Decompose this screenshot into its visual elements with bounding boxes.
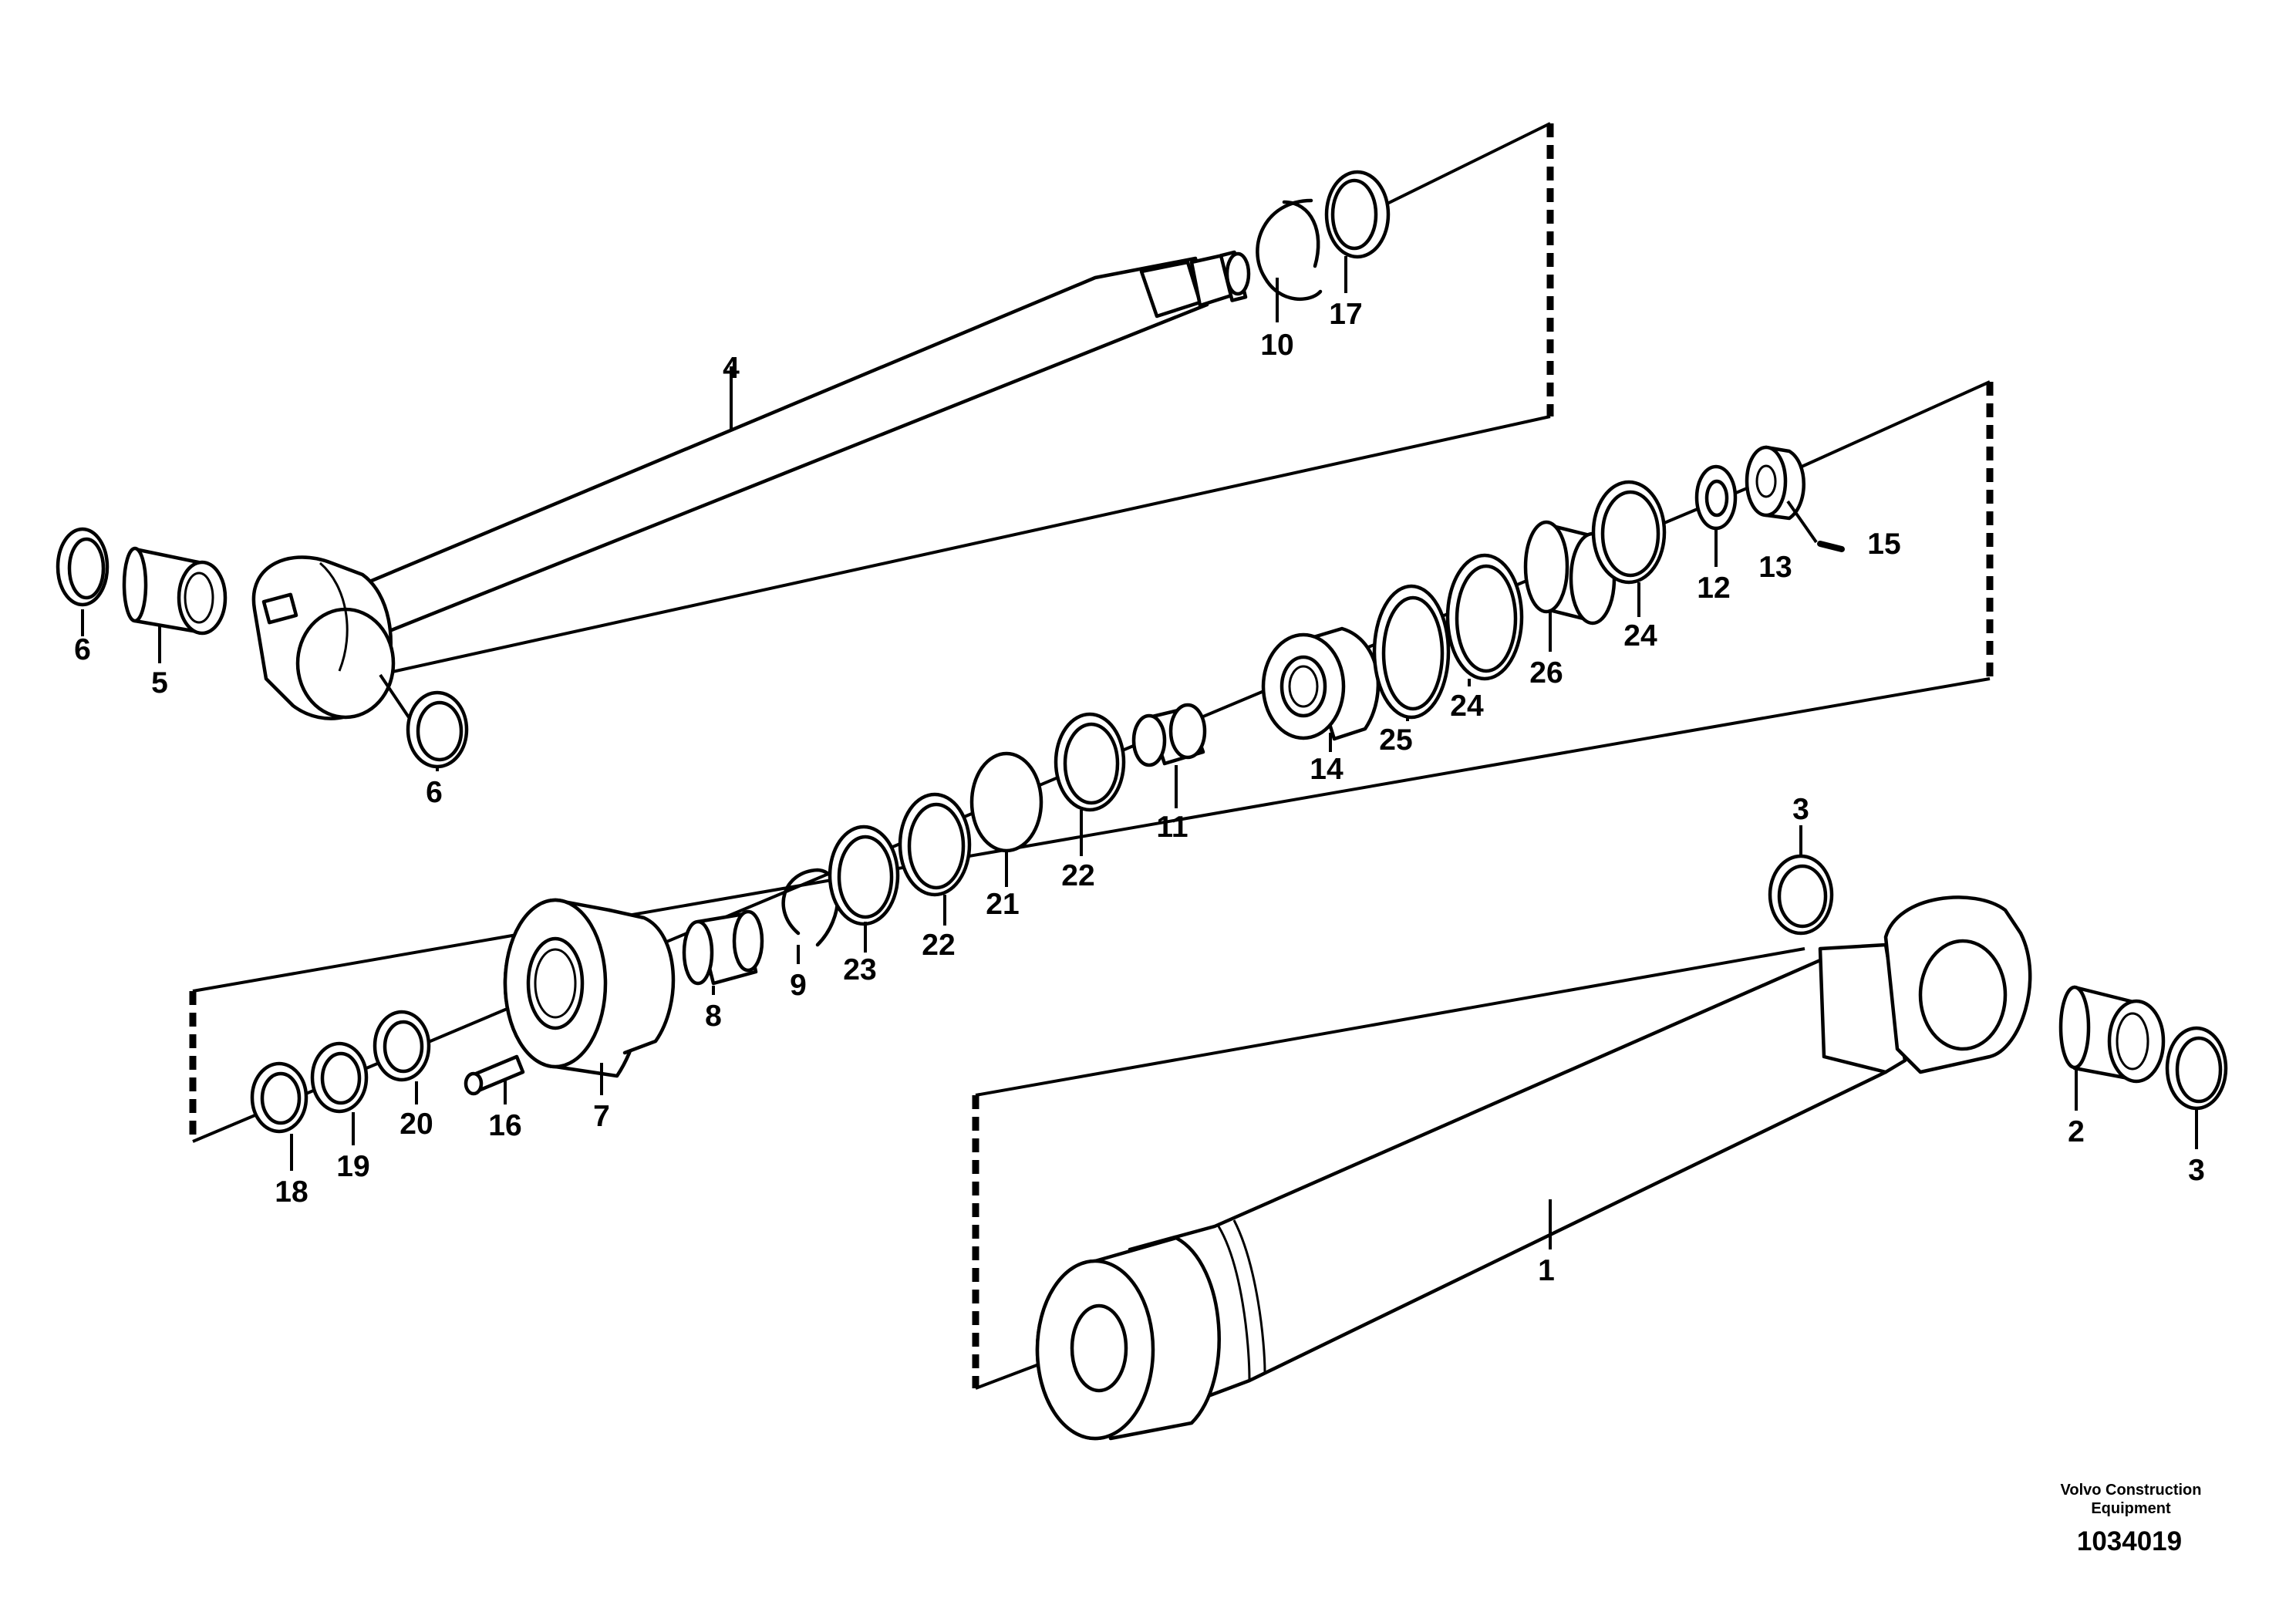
- callout-3-upper: 3: [1792, 793, 1809, 826]
- seal-20[interactable]: [373, 1010, 431, 1082]
- seal-24-left[interactable]: [1445, 553, 1524, 681]
- seal-23[interactable]: [828, 824, 900, 926]
- callout-4: 4: [723, 352, 740, 385]
- callout-8: 8: [705, 1000, 722, 1033]
- callout-1: 1: [1538, 1254, 1555, 1287]
- seal-19[interactable]: [310, 1041, 369, 1114]
- callout-9: 9: [790, 969, 807, 1002]
- callout-21: 21: [986, 888, 1019, 921]
- set-screw[interactable]: [1817, 541, 1845, 552]
- callout-14: 14: [1310, 753, 1344, 786]
- dust-seal-left[interactable]: [56, 527, 110, 607]
- cylinder-tube-assembly: [972, 825, 2228, 1441]
- callout-19: 19: [336, 1150, 369, 1183]
- callout-13: 13: [1758, 551, 1792, 584]
- callout-7: 7: [593, 1100, 610, 1133]
- brand-line-2: Equipment: [2091, 1500, 2171, 1517]
- callout-18: 18: [275, 1175, 308, 1209]
- seal-kit-assembly: [189, 380, 1994, 1171]
- cylinder-head[interactable]: [503, 898, 676, 1078]
- lock-nut[interactable]: [1745, 445, 1805, 521]
- callout-17: 17: [1329, 298, 1362, 331]
- rod-assembly: [56, 122, 1554, 771]
- callout-22-right: 22: [1061, 859, 1094, 892]
- dust-seal-upper[interactable]: [1768, 854, 1834, 936]
- footer: Volvo Construction Equipment 1034019: [2061, 1482, 2202, 1556]
- callout-10: 10: [1260, 329, 1293, 362]
- cylinder-eye-bushing[interactable]: [2058, 985, 2166, 1084]
- washer[interactable]: [1694, 464, 1738, 531]
- cylinder-tube[interactable]: [1035, 895, 2032, 1441]
- rod-eye-bushing[interactable]: [122, 546, 228, 636]
- callout-24-right: 24: [1623, 619, 1657, 653]
- brand-line-1: Volvo Construction: [2061, 1482, 2202, 1499]
- callout-12: 12: [1697, 572, 1730, 605]
- callout-11: 11: [1156, 811, 1188, 844]
- callout-5: 5: [151, 666, 168, 700]
- backup-ring-21[interactable]: [969, 751, 1043, 853]
- wear-ring-26[interactable]: [1523, 520, 1617, 626]
- cushion-ring[interactable]: [1131, 703, 1207, 767]
- seal-18[interactable]: [250, 1061, 308, 1134]
- callout-25: 25: [1379, 723, 1412, 757]
- dust-seal-right[interactable]: [406, 690, 469, 769]
- callout-22-left: 22: [922, 929, 955, 962]
- snap-ring[interactable]: [1256, 198, 1323, 302]
- snap-ring-9[interactable]: [781, 868, 840, 947]
- callout-26: 26: [1529, 656, 1563, 690]
- callout-23: 23: [843, 953, 876, 986]
- callout-15: 15: [1867, 528, 1900, 561]
- document-number: 1034019: [2077, 1526, 2182, 1556]
- seal-22-left[interactable]: [898, 792, 972, 897]
- callout-labels: 4 10 17 6 5 6 18 19 20 16 7 8 9 23 22 21…: [74, 298, 2205, 1287]
- head-bushing[interactable]: [682, 909, 764, 986]
- callout-16: 16: [488, 1109, 521, 1142]
- dust-seal-lower[interactable]: [2165, 1026, 2228, 1111]
- callout-2: 2: [2068, 1115, 2085, 1148]
- piston-rod[interactable]: [251, 250, 1251, 720]
- socket-bolt[interactable]: [464, 1054, 525, 1096]
- callout-3-lower: 3: [2188, 1154, 2205, 1187]
- callout-6-left: 6: [74, 633, 91, 666]
- callout-20: 20: [400, 1108, 433, 1141]
- callout-6-lower: 6: [426, 776, 443, 809]
- piston[interactable]: [1261, 626, 1381, 741]
- rod-ring[interactable]: [1324, 170, 1391, 259]
- seal-25[interactable]: [1372, 584, 1451, 720]
- callout-24-left: 24: [1450, 690, 1484, 723]
- seal-24-right[interactable]: [1591, 480, 1667, 585]
- seal-22-right[interactable]: [1054, 712, 1126, 812]
